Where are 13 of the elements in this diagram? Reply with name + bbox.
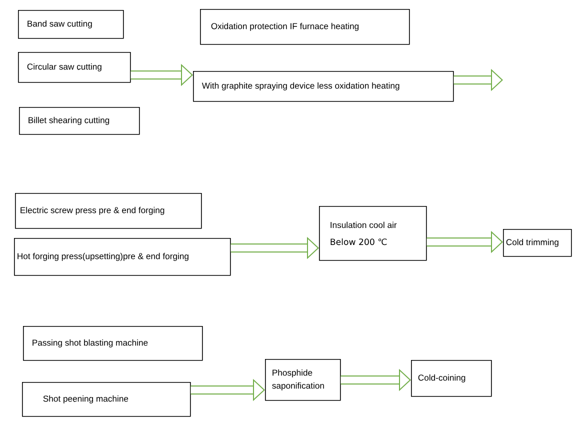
- process-box: Shot peening machine: [22, 382, 191, 417]
- process-box: With graphite spraying device less oxidation heating: [193, 71, 454, 102]
- process-box: Band saw cutting: [18, 10, 124, 39]
- process-box: Electric screw press pre & end forging: [15, 193, 202, 229]
- process-box: Hot forging press(upsetting)pre & end forging: [14, 238, 231, 276]
- process-box: Oxidation protection IF furnace heating: [200, 9, 410, 45]
- process-box: Phosphide saponification: [265, 359, 341, 401]
- process-box: Circular saw cutting: [18, 52, 131, 83]
- process-box: Passing shot blasting machine: [23, 326, 203, 361]
- process-box: Cold-coining: [411, 360, 492, 397]
- process-box: Billet shearing cutting: [19, 107, 140, 135]
- process-box: Insulation cool air Below 200 ℃: [319, 206, 427, 261]
- process-box: Cold trimming: [503, 229, 572, 257]
